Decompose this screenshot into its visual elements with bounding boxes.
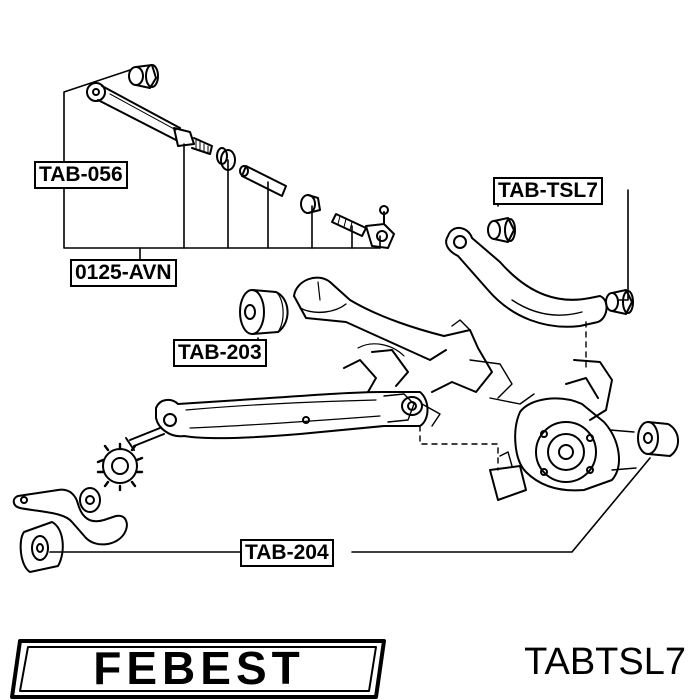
brand-logo: FEBEST (93, 642, 305, 694)
upper-link-bushing (128, 64, 159, 89)
upper-arm-bushing-right (605, 289, 634, 315)
callout-0125-avn: 0125-AVN (70, 259, 177, 287)
callout-tab-204: TAB-204 (240, 539, 334, 567)
lower-bushing (19, 521, 64, 573)
upper-arm-bushing-left (487, 217, 516, 243)
upper-control-arm (445, 217, 634, 328)
callout-tab-203: TAB-203 (173, 339, 267, 367)
knuckle-bushing (637, 421, 679, 457)
alignment-dashes (419, 321, 587, 471)
rear-knuckle (489, 359, 637, 501)
mounting-bracket (12, 487, 128, 546)
leader-lines (49, 69, 651, 553)
brand-logo-frame (10, 639, 386, 699)
callout-tab-tsl7: TAB-TSL7 (493, 177, 603, 205)
suspension-member (125, 276, 535, 451)
part-number: TABTSL7 (524, 641, 686, 683)
callout-tab-056: TAB-056 (34, 161, 128, 189)
lateral-link-assembly (86, 64, 395, 249)
trailing-arm-bushing (239, 289, 289, 335)
rubber-mount-gear (96, 442, 144, 492)
